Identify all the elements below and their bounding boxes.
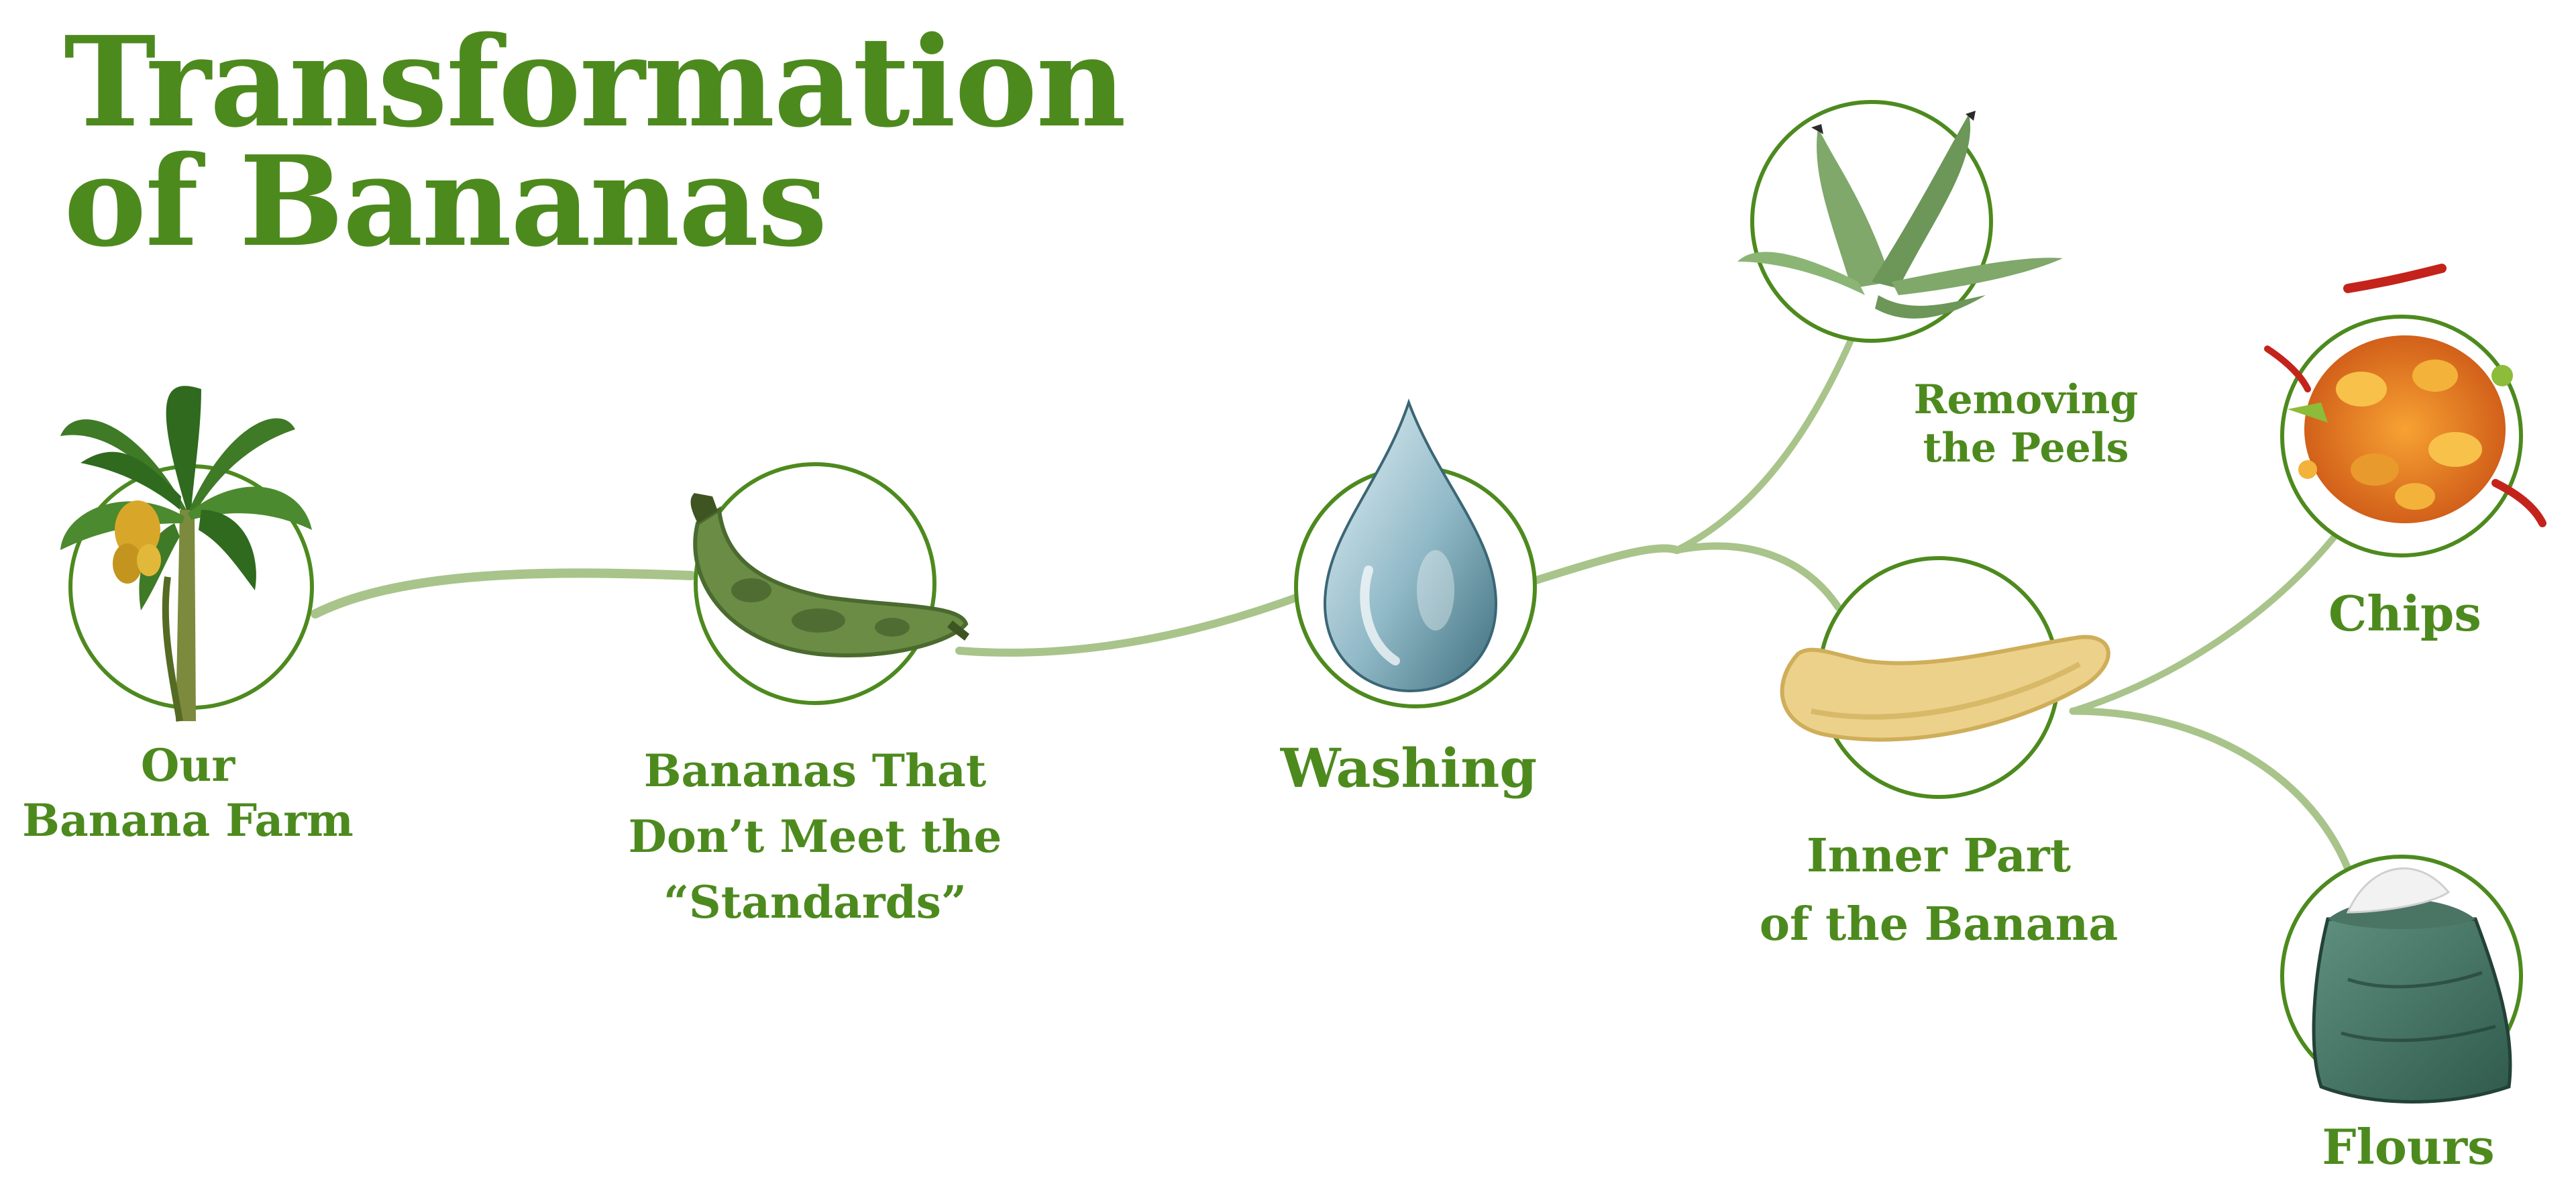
node-inner: [1780, 556, 2110, 799]
node-standards: [690, 462, 969, 705]
label-farm: Our Banana Farm: [22, 738, 354, 848]
label-line: Chips: [2328, 585, 2481, 642]
chips-icon: [2264, 264, 2546, 527]
banana-tree-icon: [60, 386, 312, 722]
stem-washing-to-branch: [1532, 544, 1681, 584]
banana-peel-icon: [1737, 111, 2063, 319]
node-flours: [2280, 855, 2523, 1104]
label-line: of the Banana: [1759, 898, 2118, 951]
label-line: the Peels: [1923, 425, 2129, 472]
node-peels: [1737, 100, 2063, 343]
label-peels: Removing the Peels: [1914, 376, 2139, 472]
stem-branch-to-peels: [1674, 335, 1855, 553]
stem-inner-to-chips: [2070, 533, 2338, 714]
stem-farm-to-standards: [311, 568, 696, 618]
node-chips: [2264, 264, 2546, 557]
label-line: Don’t Meet the: [628, 810, 1002, 863]
node-washing: [1294, 398, 1537, 708]
stem-inner-to-flours: [2069, 707, 2352, 873]
label-inner: Inner Part of the Banana: [1760, 822, 2118, 959]
label-line: “Standards”: [663, 876, 967, 928]
label-flours: Flours: [2322, 1117, 2494, 1177]
label-line: Banana Farm: [22, 794, 354, 847]
node-farm: [60, 386, 314, 722]
title-line-1: Transformation: [64, 9, 1126, 155]
label-line: Flours: [2322, 1118, 2495, 1175]
stem-branch-to-inner: [1673, 542, 1842, 611]
label-line: Our: [140, 739, 235, 792]
label-line: Washing: [1280, 737, 1538, 800]
water-drop-icon: [1323, 398, 1498, 693]
label-chips: Chips: [2328, 584, 2481, 644]
label-washing: Washing: [1281, 735, 1537, 802]
label-line: Removing: [1913, 376, 2139, 423]
peeled-banana-icon: [1780, 635, 2110, 742]
label-standards: Bananas That Don’t Meet the “Standards”: [629, 738, 1002, 935]
flour-sack-icon: [2312, 867, 2512, 1104]
stem-standards-to-washing: [955, 592, 1305, 657]
label-line: Bananas That: [643, 745, 987, 797]
green-banana-icon: [690, 493, 969, 657]
connector-stems: [311, 335, 2352, 873]
title-line-2: of Bananas: [64, 128, 828, 274]
label-line: Inner Part: [1806, 829, 2072, 883]
